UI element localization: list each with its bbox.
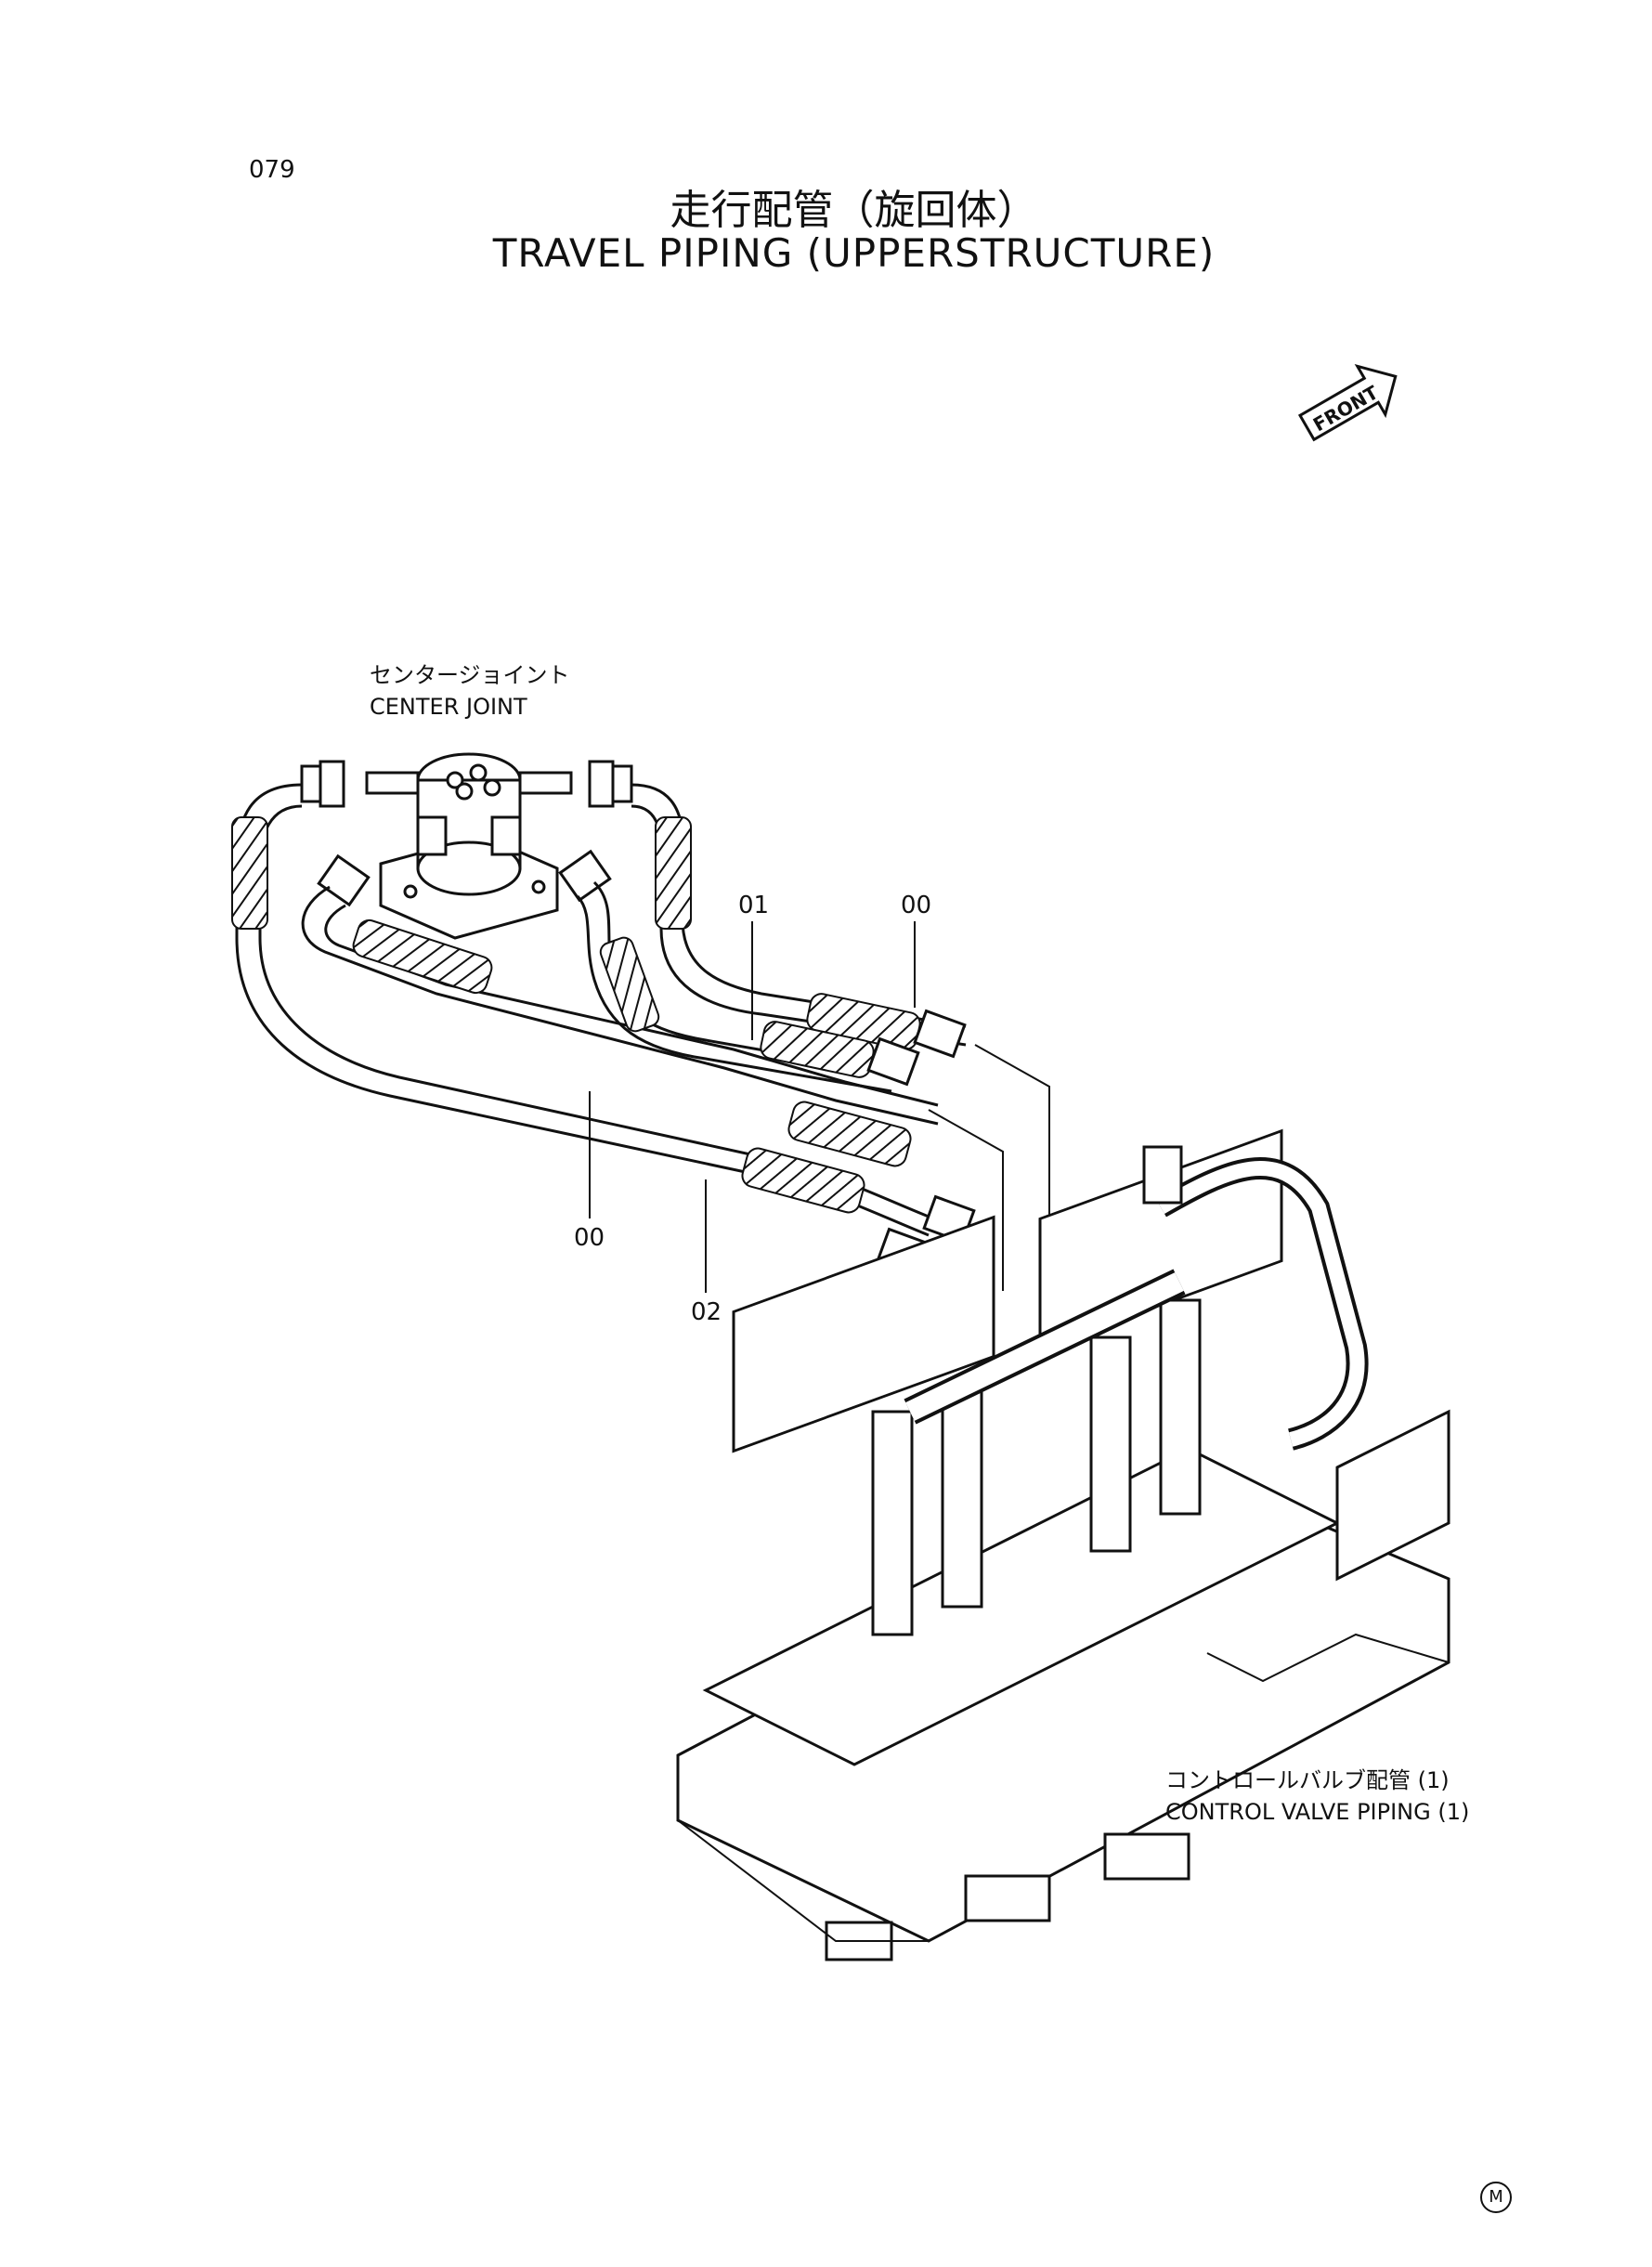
frame-outline <box>677 1633 1450 1942</box>
control-valve-label-en: CONTROL VALVE PIPING (1) <box>1165 1799 1470 1825</box>
part-number-00-top: 00 <box>901 892 932 919</box>
page-number: 079 <box>249 156 295 184</box>
control-valve-label-jp: コントロールバルブ配管 (1) <box>1165 1767 1450 1793</box>
control-valve-assembly-icon <box>676 1128 1450 1961</box>
hose-fittings <box>300 760 633 907</box>
center-joint-label-jp: センタージョイント <box>370 662 570 688</box>
page-title-japanese: 走行配管（旋回体） <box>670 187 1038 234</box>
part-number-00-bottom: 00 <box>574 1224 605 1252</box>
corner-mark: M <box>1480 2182 1512 2213</box>
center-joint-label-en: CENTER JOINT <box>370 694 527 720</box>
center-joint-icon <box>365 752 573 940</box>
front-arrow-icon: FRONT <box>1297 363 1398 442</box>
part-number-01: 01 <box>738 892 770 919</box>
leader-lines <box>589 921 1050 1293</box>
part-number-02: 02 <box>691 1298 722 1326</box>
page-title-english: TRAVEL PIPING (UPPERSTRUCTURE) <box>492 230 1216 276</box>
